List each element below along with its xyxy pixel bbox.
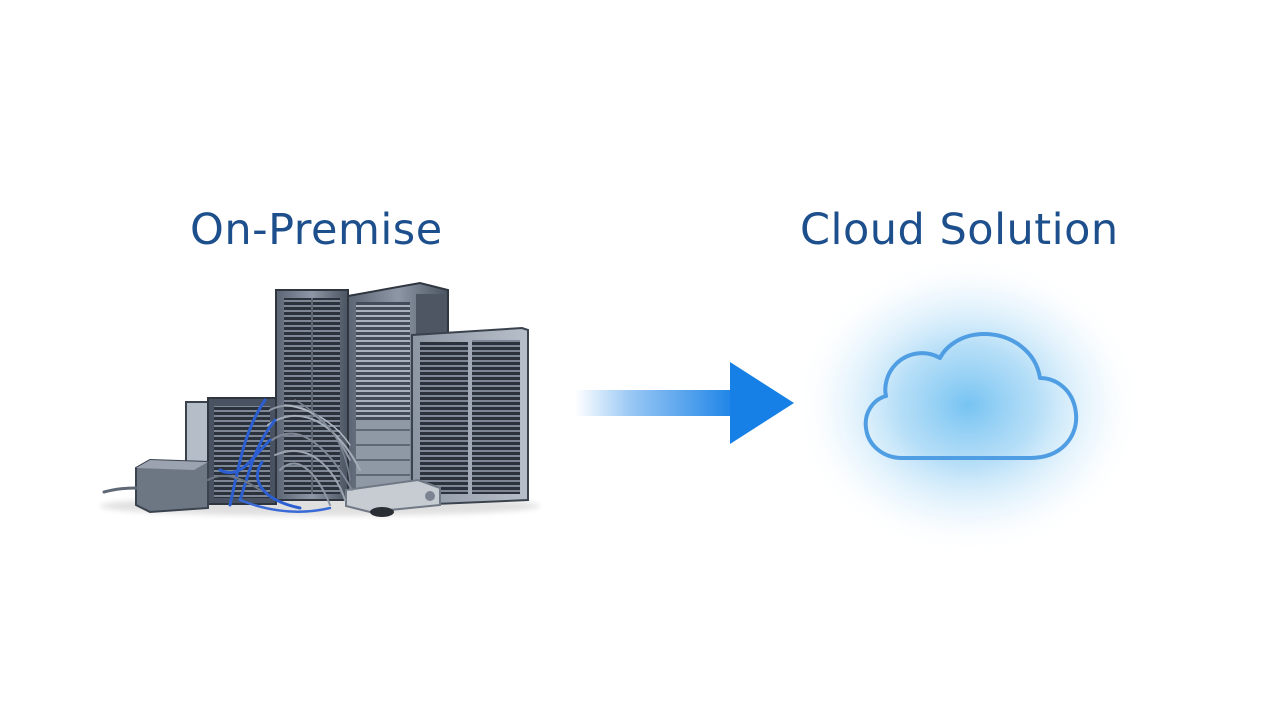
cloud-solution-label: Cloud Solution xyxy=(800,205,1119,255)
rack-right xyxy=(411,326,529,507)
ups-box xyxy=(135,458,209,514)
cloud-icon xyxy=(863,332,1079,460)
network-cables xyxy=(102,398,361,513)
server-racks-icon xyxy=(100,281,540,517)
cloud-glow xyxy=(793,255,1143,555)
arrow-right-icon xyxy=(575,362,794,444)
rack-tall-left xyxy=(275,289,349,501)
on-premise-label: On-Premise xyxy=(190,205,443,255)
network-switch xyxy=(345,478,441,517)
